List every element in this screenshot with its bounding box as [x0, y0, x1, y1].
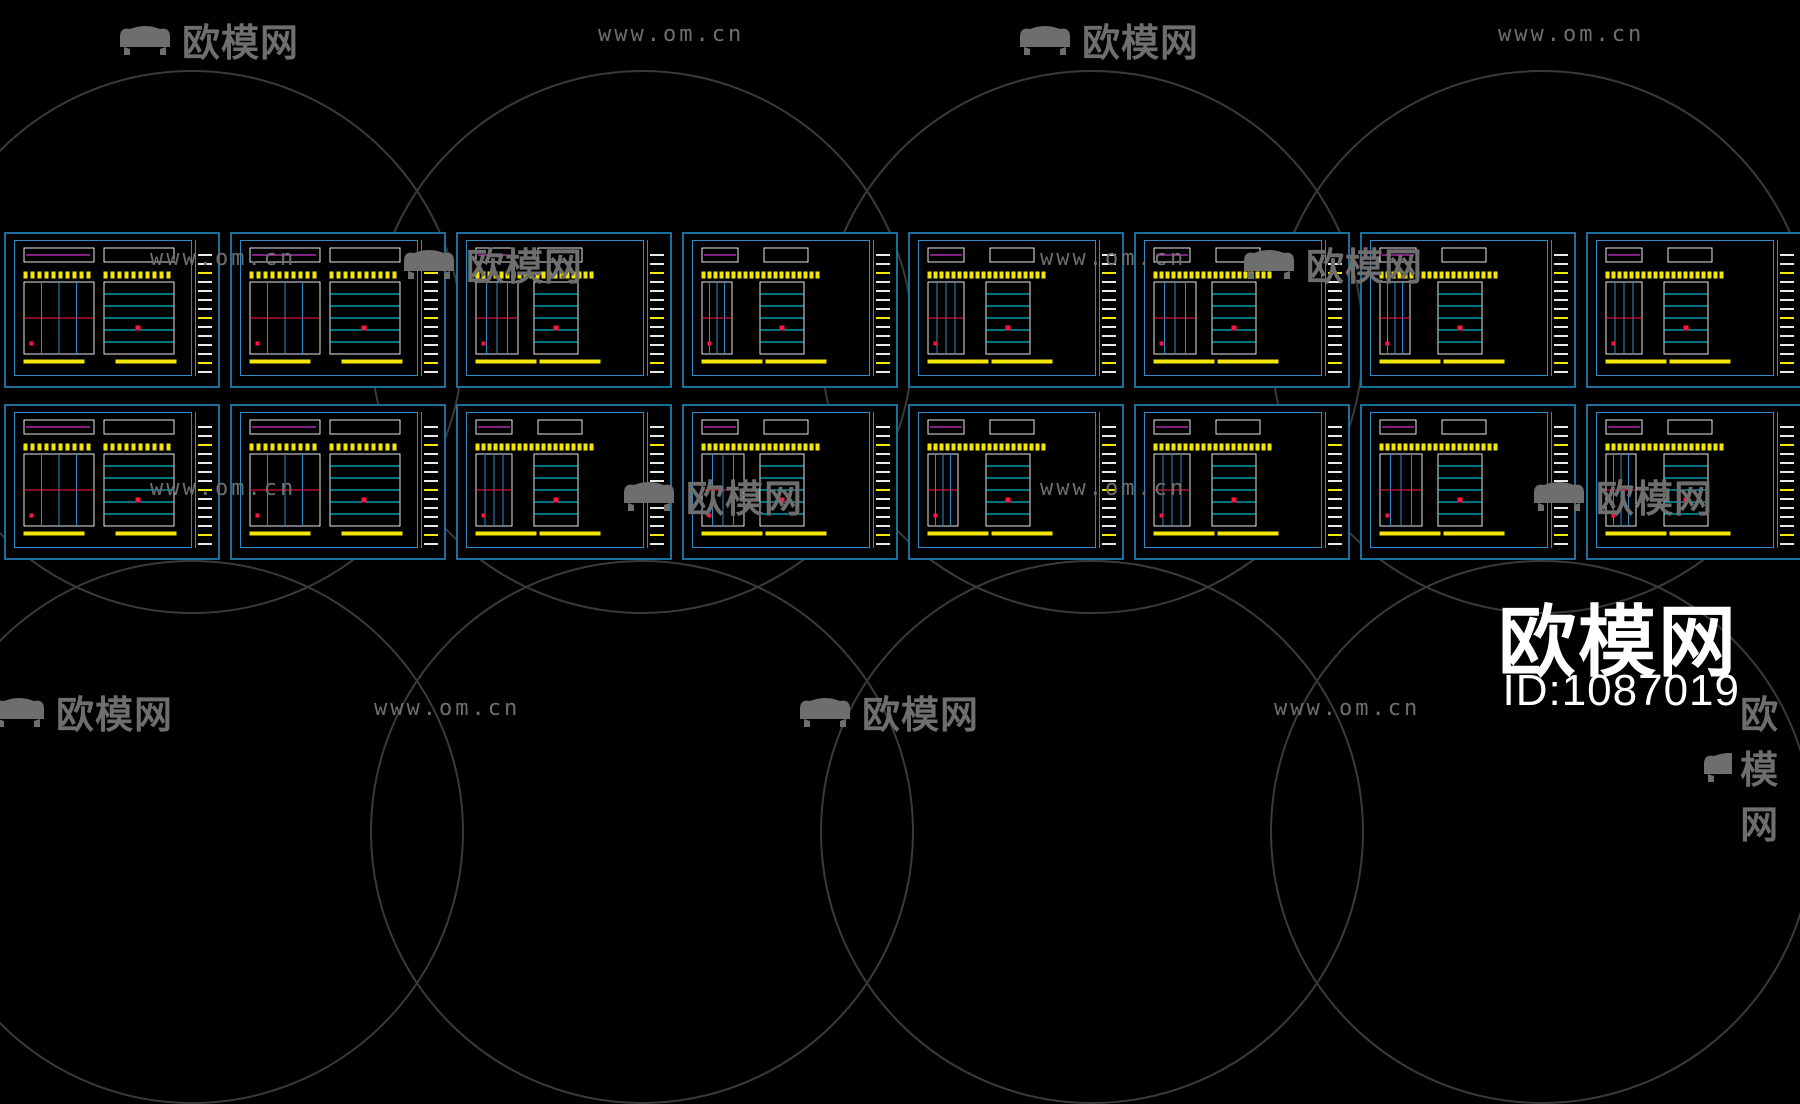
watermark-brand-text: 欧模网	[56, 693, 174, 737]
elevation-drawing	[1605, 247, 1731, 364]
sofa-logo-icon	[404, 249, 454, 279]
sofa-logo-icon	[1534, 481, 1584, 511]
watermark-logo: 欧模网	[1016, 12, 1199, 67]
sofa-logo-icon	[1704, 752, 1733, 782]
watermark-url: www.om.cn	[1040, 476, 1187, 501]
watermark-brand-text: 欧模网	[466, 245, 584, 289]
sofa-logo-icon	[624, 481, 674, 511]
elevation-drawing	[1379, 247, 1505, 364]
elevation-drawing	[701, 247, 827, 364]
watermark-url: www.om.cn	[150, 246, 297, 271]
elevation-drawing	[1379, 419, 1505, 536]
watermark-logo: 欧模网	[0, 684, 173, 739]
watermark-logo: 欧模网	[620, 468, 803, 523]
drawing-sheet	[230, 404, 446, 560]
drawing-sheet	[1360, 404, 1576, 560]
watermark-brand-text: 欧模网	[686, 477, 804, 521]
sofa-logo-icon	[1244, 249, 1294, 279]
watermark-brand-text: 欧模网	[1740, 693, 1780, 847]
drawing-sheet	[682, 404, 898, 560]
elevation-drawing	[927, 419, 1053, 536]
drawing-sheet	[1360, 232, 1576, 388]
elevation-drawing	[475, 419, 601, 536]
drawing-sheet	[230, 232, 446, 388]
watermark-brand-text: 欧模网	[1596, 477, 1714, 521]
elevation-drawing	[1153, 419, 1279, 536]
watermark-brand-text: 欧模网	[1082, 21, 1200, 65]
elevation-drawing	[701, 419, 827, 536]
watermark-logo: 欧模网	[1240, 236, 1423, 291]
elevation-drawing	[249, 419, 403, 536]
model-id-label: ID:1087019	[1502, 666, 1740, 715]
sofa-logo-icon	[800, 697, 850, 727]
brand-title: 欧模网	[1497, 598, 1738, 688]
elevation-drawing	[1153, 247, 1279, 364]
watermark-url: www.om.cn	[1274, 696, 1421, 721]
watermark-url: www.om.cn	[1498, 22, 1645, 47]
drawing-sheet	[456, 404, 672, 560]
sofa-logo-icon	[120, 25, 170, 55]
watermark-url: www.om.cn	[150, 476, 297, 501]
drawing-sheet	[1134, 232, 1350, 388]
elevation-drawing	[475, 247, 601, 364]
watermark-logo: 欧模网	[1530, 468, 1713, 523]
drawing-sheet	[682, 232, 898, 388]
watermark-url: www.om.cn	[1040, 246, 1187, 271]
watermark-brand-text: 欧模网	[862, 693, 980, 737]
elevation-drawing	[927, 247, 1053, 364]
drawing-sheet	[1134, 404, 1350, 560]
watermark-logo: 欧模网	[116, 12, 299, 67]
elevation-drawing	[249, 247, 403, 364]
sofa-logo-icon	[0, 697, 44, 727]
drawing-sheet	[1586, 232, 1800, 388]
watermark-logo: 欧模网	[400, 236, 583, 291]
drawing-sheet	[4, 404, 220, 560]
drawing-sheet	[908, 232, 1124, 388]
elevation-drawing	[23, 247, 177, 364]
elevation-drawing	[1605, 419, 1731, 536]
drawing-sheet	[1586, 404, 1800, 560]
watermark-brand-text: 欧模网	[182, 21, 300, 65]
watermark-url: www.om.cn	[374, 696, 521, 721]
watermark-brand-text: 欧模网	[1306, 245, 1424, 289]
watermark-logo: 欧模网	[796, 684, 979, 739]
sofa-logo-icon	[1020, 25, 1070, 55]
drawing-sheet	[908, 404, 1124, 560]
drawing-sheet	[4, 232, 220, 388]
drawing-sheet	[456, 232, 672, 388]
watermark-url: www.om.cn	[598, 22, 745, 47]
elevation-drawing	[23, 419, 177, 536]
